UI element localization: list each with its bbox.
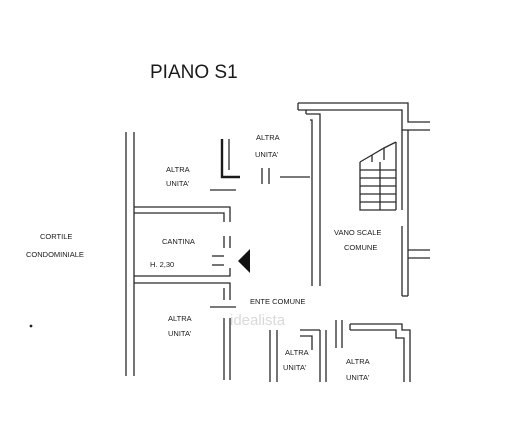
altra-unita-top-left-2: UNITA' xyxy=(166,179,190,188)
cantina-label: CANTINA xyxy=(162,237,195,246)
bottom-unit-walls xyxy=(223,318,411,382)
cantina-room-walls xyxy=(134,206,231,300)
cantina-door xyxy=(210,189,236,308)
dot-mark xyxy=(29,324,33,328)
altra-unita-bottom-mid-2: UNITA' xyxy=(283,363,307,372)
entrance-arrow-icon xyxy=(238,249,250,273)
altra-unita-top-center-2: UNITA' xyxy=(255,150,279,159)
altra-unita-top-center-1: ALTRA xyxy=(256,133,280,142)
vano-scale-label-2: COMUNE xyxy=(344,243,377,252)
cantina-height-label: H. 2,30 xyxy=(150,260,174,269)
altra-unita-bottom-left-2: UNITA' xyxy=(168,329,192,338)
staircase xyxy=(359,141,397,211)
watermark: idealista xyxy=(230,312,286,329)
left-outer-wall xyxy=(125,132,135,376)
altra-unita-bottom-mid-1: ALTRA xyxy=(285,348,309,357)
altra-unita-bottom-right-2: UNITA' xyxy=(346,373,370,382)
cortile-label-2: CONDOMINIALE xyxy=(26,250,84,259)
plan-title: PIANO S1 xyxy=(150,62,238,83)
altra-unita-bottom-left-1: ALTRA xyxy=(168,314,192,323)
altra-unita-bottom-right-1: ALTRA xyxy=(346,357,370,366)
altra-unita-top-left-1: ALTRA xyxy=(166,165,190,174)
stairwell-walls xyxy=(297,102,430,297)
top-unit-walls xyxy=(220,139,310,184)
cortile-label-1: CORTILE xyxy=(40,232,72,241)
ente-comune-label: ENTE COMUNE xyxy=(250,297,305,306)
vano-scale-label-1: VANO SCALE xyxy=(334,228,381,237)
